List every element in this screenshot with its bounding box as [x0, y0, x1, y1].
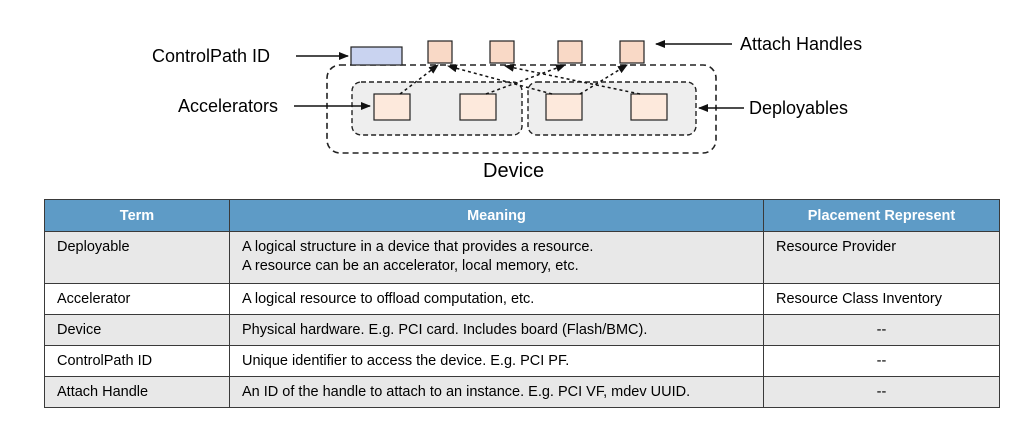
placement-cell: --	[763, 345, 1000, 377]
attach-mapping-arrow	[485, 64, 566, 95]
controlpath-id-box	[350, 46, 403, 66]
table-row: ControlPath ID Unique identifier to acce…	[44, 345, 1000, 377]
accelerator-box	[373, 93, 411, 121]
accelerators-label: Accelerators	[178, 96, 278, 116]
attach-handle-box	[619, 40, 645, 64]
table-row: Device Physical hardware. E.g. PCI card.…	[44, 314, 1000, 346]
meaning-cell: An ID of the handle to attach to an inst…	[229, 376, 764, 408]
controlpath-id-label: ControlPath ID	[152, 46, 270, 66]
table-row: Accelerator A logical resource to offloa…	[44, 283, 1000, 315]
attach-handle-box	[489, 40, 515, 64]
placement-cell: Resource Provider	[763, 231, 1000, 284]
meaning-cell: A logical resource to offload computatio…	[229, 283, 764, 315]
meaning-line: A logical structure in a device that pro…	[242, 239, 594, 255]
table-header-row: Term Meaning Placement Represent	[44, 199, 1000, 232]
attach-handles-label: Attach Handles	[740, 34, 862, 54]
term-cell: ControlPath ID	[44, 345, 230, 377]
term-cell: Device	[44, 314, 230, 346]
term-cell: Deployable	[44, 231, 230, 284]
meaning-cell: Physical hardware. E.g. PCI card. Includ…	[229, 314, 764, 346]
accelerator-box	[630, 93, 668, 121]
terms-table: Term Meaning Placement Represent Deploya…	[44, 199, 1000, 408]
accelerator-box	[545, 93, 583, 121]
term-cell: Accelerator	[44, 283, 230, 315]
deployables-label: Deployables	[749, 98, 848, 118]
header-term: Term	[44, 199, 230, 232]
attach-handle-box	[557, 40, 583, 64]
header-meaning: Meaning	[229, 199, 764, 232]
attach-mapping-arrow	[399, 64, 439, 95]
attach-mapping-arrow	[504, 63, 641, 95]
placement-cell: --	[763, 376, 1000, 408]
meaning-cell: A logical structure in a device that pro…	[229, 231, 764, 284]
header-placement: Placement Represent	[763, 199, 1000, 232]
meaning-cell: Unique identifier to access the device. …	[229, 345, 764, 377]
device-container	[326, 64, 717, 154]
attach-handle-box	[427, 40, 453, 64]
accelerator-box	[459, 93, 497, 121]
term-cell: Attach Handle	[44, 376, 230, 408]
device-diagram: ControlPath ID Attach Handles Accelerato…	[152, 34, 862, 182]
device-label: Device	[483, 160, 544, 182]
placement-cell: Resource Class Inventory	[763, 283, 1000, 315]
table-row: Attach Handle An ID of the handle to att…	[44, 376, 1000, 408]
meaning-line: A resource can be an accelerator, local …	[242, 258, 579, 274]
table-row: Deployable A logical structure in a devi…	[44, 231, 1000, 284]
placement-cell: --	[763, 314, 1000, 346]
